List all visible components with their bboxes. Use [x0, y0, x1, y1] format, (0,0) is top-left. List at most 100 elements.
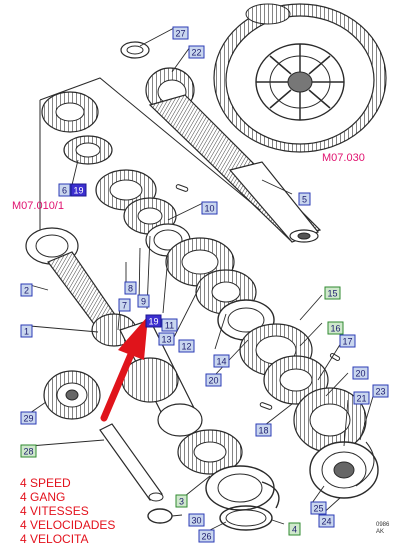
callout-box [353, 391, 370, 405]
callout-box [178, 339, 195, 353]
callout-c29: 29 [20, 411, 37, 425]
callout-c16: 16 [327, 321, 344, 335]
callout-box [158, 332, 175, 346]
callout-number: 4 [292, 525, 297, 535]
callout-number: 20 [355, 369, 365, 379]
callout-c10: 10 [201, 201, 218, 215]
callout-box [58, 183, 71, 197]
callout-box [372, 384, 389, 398]
callout-number: 30 [191, 516, 201, 526]
callout-box [318, 514, 335, 528]
callout-number: 3 [179, 497, 184, 507]
callout-c14: 14 [213, 354, 230, 368]
callout-box [70, 183, 87, 197]
caption-m07030: M07.030 [322, 152, 365, 164]
callout-c25: 25 [310, 501, 327, 515]
callout-box [124, 281, 137, 295]
reverse-idler-gear [43, 370, 101, 420]
reference-code-line-1: 0986 [376, 522, 390, 528]
callout-c12: 12 [178, 339, 195, 353]
callout-box [172, 26, 189, 40]
callout-number: 20 [208, 376, 218, 386]
callout-number: 17 [342, 337, 352, 347]
legend-line-it: 4 VELOCITA [20, 532, 89, 546]
callout-number: 15 [327, 289, 337, 299]
callout-c26: 26 [198, 529, 215, 543]
callout-number: 26 [201, 532, 211, 542]
callout-box [298, 192, 311, 206]
callout-c5: 5 [298, 192, 311, 206]
callout-box [288, 522, 301, 536]
callout-box [175, 494, 188, 508]
callout-number: 6 [62, 186, 67, 196]
legend-line-en: 4 SPEED [20, 476, 71, 490]
callout-c4: 4 [288, 522, 301, 536]
callout-box [324, 286, 341, 300]
callout-c18: 18 [255, 423, 272, 437]
callout-c9: 9 [137, 294, 150, 308]
callout-number: 9 [141, 297, 146, 307]
callout-c15: 15 [324, 286, 341, 300]
callout-c3: 3 [175, 494, 188, 508]
legend-line-es: 4 VELOCIDADES [20, 518, 116, 532]
callout-number: 14 [216, 357, 226, 367]
callout-number: 8 [128, 284, 133, 294]
callout-number: 1 [24, 327, 29, 337]
callout-box [310, 501, 327, 515]
callout-number: 21 [356, 394, 366, 404]
callout-number: 29 [23, 414, 33, 424]
callout-box [255, 423, 272, 437]
callout-number: 10 [204, 204, 214, 214]
callout-box [205, 373, 222, 387]
callout-box [118, 298, 131, 312]
callout-c8: 8 [124, 281, 137, 295]
callout-c21: 21 [353, 391, 370, 405]
callout-number: 27 [175, 29, 185, 39]
callout-c19b: 19 [145, 314, 162, 328]
callout-number: 19 [148, 317, 158, 327]
callout-c6: 6 [58, 183, 71, 197]
gear-stack-middle [165, 237, 329, 405]
callout-box [20, 444, 37, 458]
callout-c20b: 20 [352, 366, 369, 380]
callout-c23: 23 [372, 384, 389, 398]
callout-number: 23 [375, 387, 385, 397]
crown-wheel [213, 3, 387, 153]
legend-line-de: 4 GANG [20, 490, 66, 504]
callout-box [188, 45, 205, 59]
callout-c28: 28 [20, 444, 37, 458]
callout-number: 18 [258, 426, 268, 436]
gear-stack-upper [41, 91, 191, 257]
callout-number: 2 [24, 286, 29, 296]
callout-number: 22 [191, 48, 201, 58]
callout-number: 13 [161, 335, 171, 345]
callout-box [161, 318, 178, 332]
callout-box [198, 529, 215, 543]
callout-c11: 11 [161, 318, 178, 332]
callout-number: 19 [73, 186, 83, 196]
red-pointer-arrow [100, 316, 148, 422]
reference-code-line-2: AK [376, 529, 385, 535]
callout-c27: 27 [172, 26, 189, 40]
callout-box [213, 354, 230, 368]
input-shaft [25, 227, 275, 511]
callout-number: 7 [122, 301, 127, 311]
callout-box [327, 321, 344, 335]
callout-number: 25 [313, 504, 323, 514]
callout-number: 24 [321, 517, 331, 527]
callout-box [339, 334, 356, 348]
callout-box [145, 314, 162, 328]
gear-stack-right [293, 387, 379, 499]
callout-c30: 30 [188, 513, 205, 527]
callout-c22: 22 [188, 45, 205, 59]
caption-m070101: M07.010/1 [12, 200, 64, 212]
callout-box [137, 294, 150, 308]
legend-line-fr: 4 VITESSES [20, 504, 89, 518]
callout-c13: 13 [158, 332, 175, 346]
callout-c7: 7 [118, 298, 131, 312]
callout-c1: 1 [20, 324, 33, 338]
output-shaft [148, 94, 322, 243]
callout-box [20, 324, 33, 338]
